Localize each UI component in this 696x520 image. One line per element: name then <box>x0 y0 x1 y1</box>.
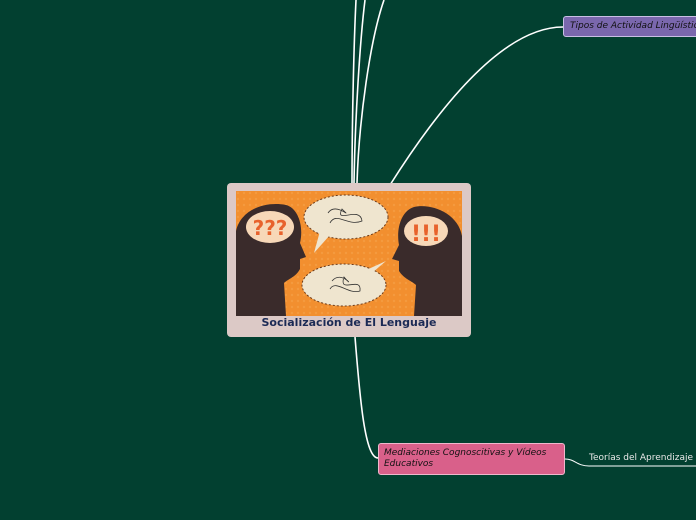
left-head-marks: ??? <box>253 216 288 240</box>
subtopic-label: Teorías del Aprendizaje <box>589 453 693 463</box>
branch-label: Mediaciones Cognoscitivas y Vídeos Educa… <box>384 448 546 469</box>
branch-node-tipos-actividad[interactable]: Tipos de Actividad Lingüístic <box>563 16 696 37</box>
connector-to-tipos <box>390 27 563 185</box>
conversation-silhouettes-image: ??? !!! <box>236 191 462 316</box>
speech-bubble-top <box>304 195 388 239</box>
connector-top-3 <box>357 0 384 183</box>
right-head-marks: !!! <box>411 222 441 247</box>
subtopic-node-teorias[interactable]: Teorías del Aprendizaje <box>589 453 693 463</box>
branch-node-mediaciones[interactable]: Mediaciones Cognoscitivas y Vídeos Educa… <box>378 443 565 475</box>
central-topic-node[interactable]: ??? !!! Socialización de El Lenguaje <box>227 183 471 337</box>
branch-label: Tipos de Actividad Lingüístic <box>570 21 696 31</box>
connector-to-mediaciones <box>355 337 378 458</box>
central-topic-label: Socialización de El Lenguaje <box>227 316 471 329</box>
connector-top-2 <box>354 0 365 183</box>
